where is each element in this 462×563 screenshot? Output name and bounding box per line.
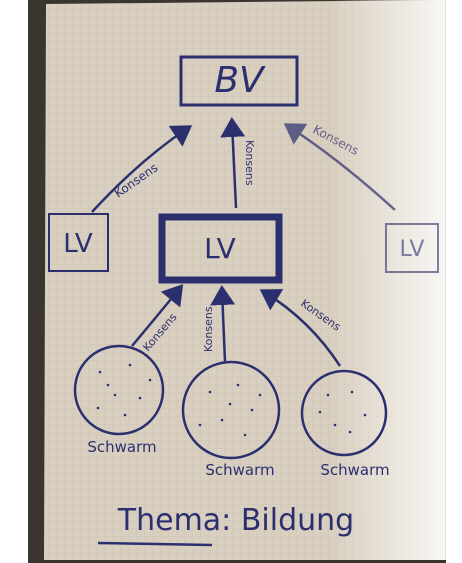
lv-label-center: LV xyxy=(204,232,236,265)
swarm-dots xyxy=(96,363,367,437)
arrow-left-to-bv xyxy=(91,125,193,213)
schwarm-label-2: Schwarm xyxy=(205,461,274,479)
arrow-swarm3-to-lv xyxy=(259,289,342,367)
theme-label: Thema: Bildung xyxy=(117,503,354,538)
swarm-circle-3 xyxy=(300,369,388,457)
arrow-swarm2-to-lv xyxy=(210,285,236,363)
theme-underline xyxy=(97,541,213,547)
swarm-circles xyxy=(73,344,388,460)
upper-arrows xyxy=(91,117,396,213)
bv-box: BV xyxy=(179,55,299,107)
arrow-center-to-bv xyxy=(220,117,246,209)
arrow-swarm1-to-lv xyxy=(131,284,184,347)
bv-label: BV xyxy=(214,60,266,101)
konsens-lower-center: Konsens xyxy=(202,306,215,352)
lv-box-right: LV xyxy=(385,223,439,273)
theme: Thema: Bildung xyxy=(97,503,354,547)
lv-label-left: LV xyxy=(63,229,93,259)
lv-box-left: LV xyxy=(48,213,109,272)
schwarm-label-3: Schwarm xyxy=(320,461,389,479)
schwarm-label-1: Schwarm xyxy=(87,438,156,456)
arrow-right-to-bv xyxy=(283,123,396,211)
lower-arrows xyxy=(131,284,342,367)
lv-label-right: LV xyxy=(400,237,425,262)
lv-box-center: LV xyxy=(158,213,283,284)
swarm-circle-1 xyxy=(73,344,165,436)
konsens-upper-center: Konsens xyxy=(243,140,256,186)
swarm-circle-2 xyxy=(181,360,281,460)
